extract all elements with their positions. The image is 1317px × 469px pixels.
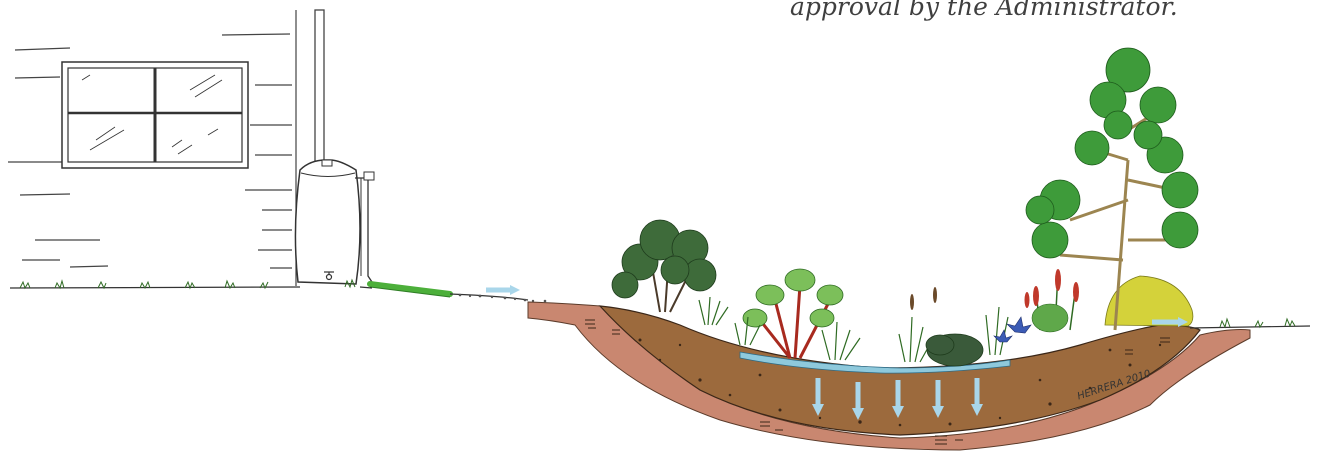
right-arrow-icon — [486, 285, 520, 295]
grass-tufts-right — [1220, 319, 1295, 327]
low-shrub — [926, 334, 983, 366]
red-twig-shrub — [743, 269, 843, 358]
blue-iris — [994, 317, 1031, 342]
cattail-heads — [910, 287, 937, 310]
ground-line-right — [1190, 326, 1310, 328]
dark-green-shrub — [612, 220, 716, 312]
rain-barrel — [295, 160, 374, 284]
figure-caption: approval by the Administrator. — [790, 0, 1178, 22]
downspout — [315, 10, 324, 166]
ground-line-left — [10, 287, 528, 300]
red-flower-spikes — [1025, 269, 1080, 332]
house-window — [62, 62, 248, 168]
